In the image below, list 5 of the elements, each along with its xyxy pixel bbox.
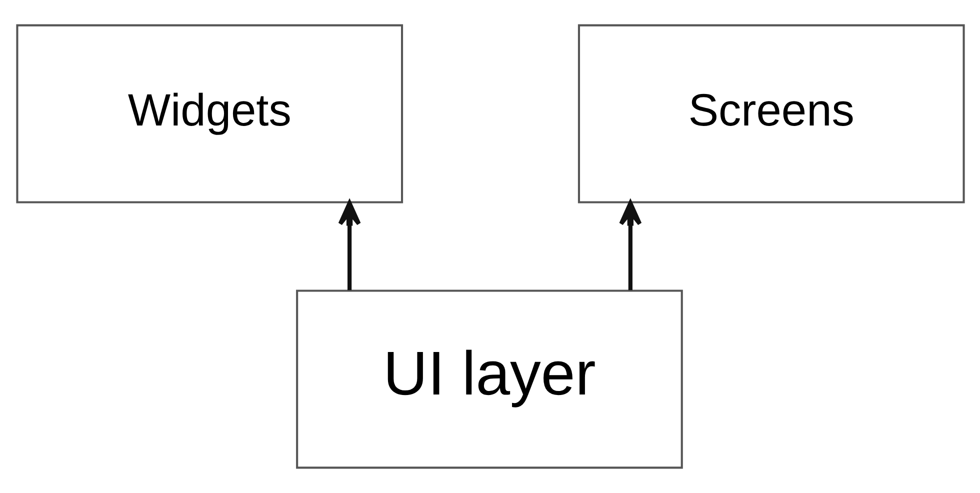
arrow [338,201,360,290]
arrow [618,201,642,290]
node-box: Screens [577,24,964,204]
node-box: UI layer [296,290,682,469]
node-box: Widgets [16,24,403,204]
